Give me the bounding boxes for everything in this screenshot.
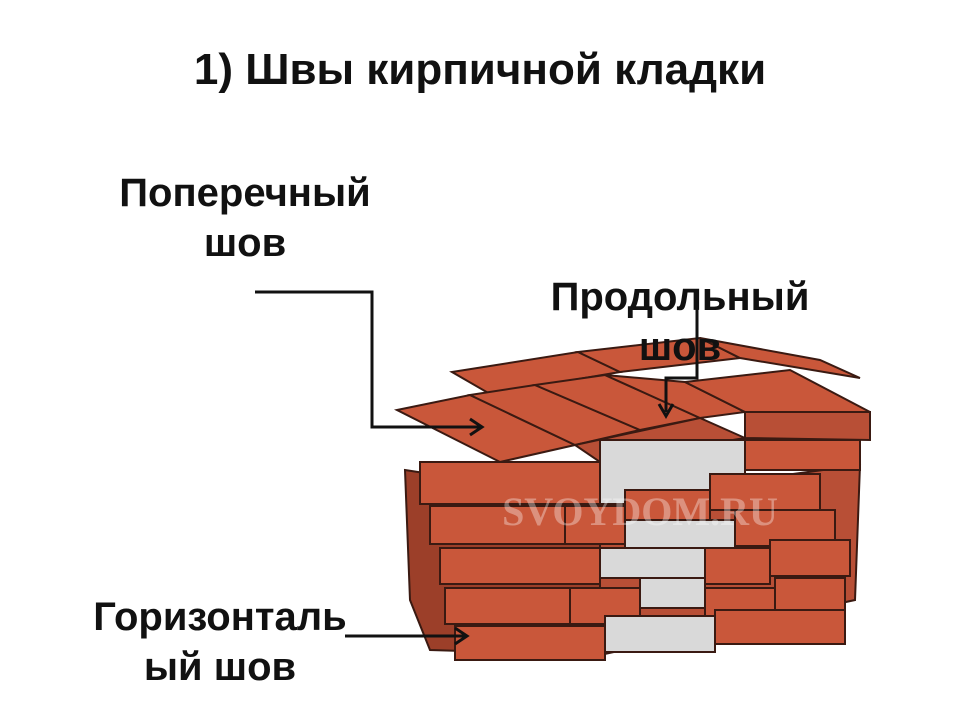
brick-face — [774, 577, 846, 615]
watermark: SVOYDOM.RU — [502, 489, 778, 534]
mortar-block — [599, 547, 706, 579]
seam-pointers — [255, 290, 699, 646]
brick-face — [419, 461, 601, 505]
brick-face — [744, 439, 861, 471]
horizontal-seam-arrowhead — [454, 626, 470, 646]
brick-face — [704, 547, 771, 585]
slide-title: 1) Швы кирпичной кладки — [193, 45, 767, 94]
brick-face — [709, 473, 821, 511]
brick-face — [564, 505, 626, 545]
mortar-block — [604, 615, 716, 653]
brick-face — [454, 625, 606, 661]
brick-top — [744, 411, 871, 442]
brick-pillar: SVOYDOM.RU — [393, 336, 871, 661]
transverse-seam-arrowhead — [469, 417, 485, 437]
horizontal-seam-label: Горизонталь ый шов — [93, 595, 347, 689]
longitudinal-seam-pointer — [664, 302, 699, 412]
mortar-block — [639, 577, 706, 609]
transverse-seam-pointer — [255, 290, 480, 429]
brick-face — [769, 539, 851, 577]
longitudinal-seam-label: Продольный шов — [550, 275, 810, 369]
brick-face — [444, 587, 571, 625]
longitudinal-seam-arrowhead — [657, 403, 675, 419]
brick-top — [699, 337, 861, 379]
transverse-seam-label: Поперечный шов — [119, 171, 371, 265]
brick-face — [439, 547, 601, 585]
brick-face — [714, 609, 846, 645]
